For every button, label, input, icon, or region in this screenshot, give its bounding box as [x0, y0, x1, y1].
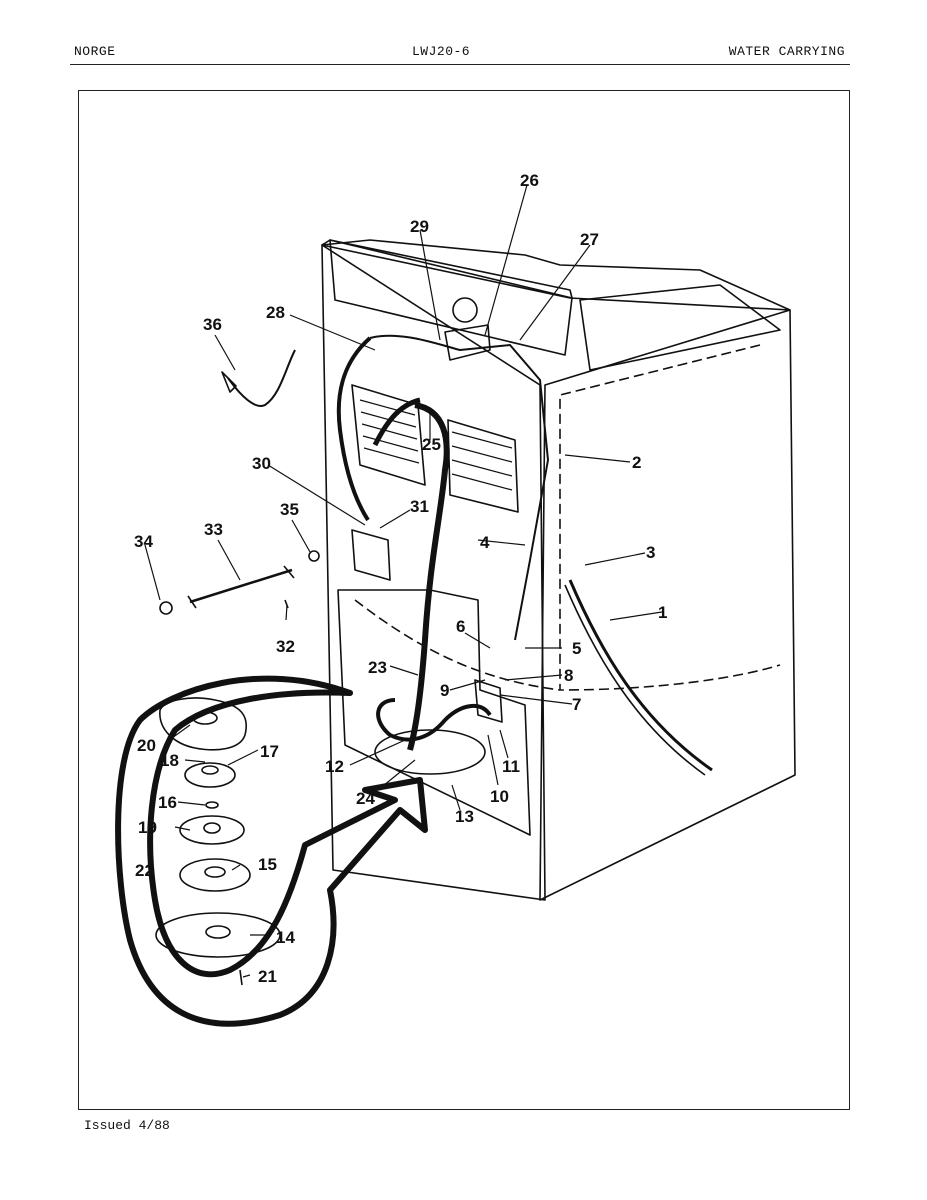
callout-32: 32: [276, 637, 295, 656]
callout-25: 25: [422, 435, 441, 454]
callout-11: 11: [502, 757, 520, 776]
callout-9: 9: [440, 681, 449, 700]
mounting-plate: [155, 912, 281, 958]
screw: [284, 599, 289, 609]
callout-17: 17: [260, 742, 279, 761]
callout-29: 29: [410, 217, 429, 236]
header-model: LWJ20-6: [412, 44, 471, 59]
callout-8: 8: [564, 666, 573, 685]
seal: [205, 801, 219, 809]
pump: [374, 729, 486, 775]
callout-18: 18: [160, 751, 179, 770]
callout-13: 13: [455, 807, 474, 826]
washer: [308, 550, 320, 562]
cabinet-back-panel: [321, 244, 546, 901]
fill-hose: [568, 579, 713, 772]
callout-34: 34: [134, 532, 153, 551]
vent-left: [351, 384, 426, 486]
access-panel: [337, 589, 531, 836]
tub-outline: [559, 344, 781, 691]
water-valve: [351, 529, 391, 581]
callout-28: 28: [266, 303, 285, 322]
callout-2: 2: [632, 453, 641, 472]
issued-date: Issued 4/88: [84, 1118, 170, 1133]
callout-20: 20: [137, 736, 156, 755]
vent-right: [447, 419, 519, 513]
wire-harness: [336, 336, 372, 522]
bolt: [189, 568, 293, 604]
header-section: WATER CARRYING: [728, 44, 845, 59]
impeller: [184, 762, 236, 788]
callout-35: 35: [280, 500, 299, 519]
callout-6: 6: [456, 617, 465, 636]
console-top-edge: [321, 239, 573, 299]
callout-16: 16: [158, 793, 177, 812]
callout-31: 31: [410, 497, 429, 516]
callout-12: 12: [325, 757, 344, 776]
gasket: [179, 815, 245, 845]
header-rule: [70, 64, 850, 65]
leader-lines: [144, 184, 663, 978]
callout-7: 7: [572, 695, 581, 714]
pump-cover: [179, 858, 251, 892]
callout-30: 30: [252, 454, 271, 473]
console-panel: [329, 239, 573, 356]
callout-1: 1: [658, 603, 667, 622]
callout-14: 14: [276, 928, 295, 947]
callout-26: 26: [520, 171, 539, 190]
callout-23: 23: [368, 658, 387, 677]
timer-bracket: [444, 324, 491, 361]
pump-housing: [159, 697, 247, 751]
pump-bracket: [474, 679, 503, 723]
diagram-frame: [78, 90, 850, 1110]
nut: [159, 601, 173, 615]
callout-15: 15: [258, 855, 277, 874]
callout-22: 22: [135, 861, 154, 880]
callout-36: 36: [203, 315, 222, 334]
callout-21: 21: [258, 967, 277, 986]
power-cord: [227, 349, 296, 407]
callout-10: 10: [490, 787, 509, 806]
callout-4: 4: [480, 533, 490, 552]
drain-hose: [407, 402, 450, 751]
cabinet-side-panel: [539, 309, 796, 901]
callout-3: 3: [646, 543, 655, 562]
top-opening: [579, 284, 781, 371]
cabinet-top: [321, 239, 791, 311]
header-brand: NORGE: [74, 44, 116, 59]
callout-19: 19: [138, 818, 157, 837]
inset-screw: [239, 969, 243, 986]
callout-27: 27: [580, 230, 599, 249]
callout-24: 24: [356, 789, 375, 808]
callout-33: 33: [204, 520, 223, 539]
callout-5: 5: [572, 639, 581, 658]
inset-bubble: [115, 675, 428, 1027]
